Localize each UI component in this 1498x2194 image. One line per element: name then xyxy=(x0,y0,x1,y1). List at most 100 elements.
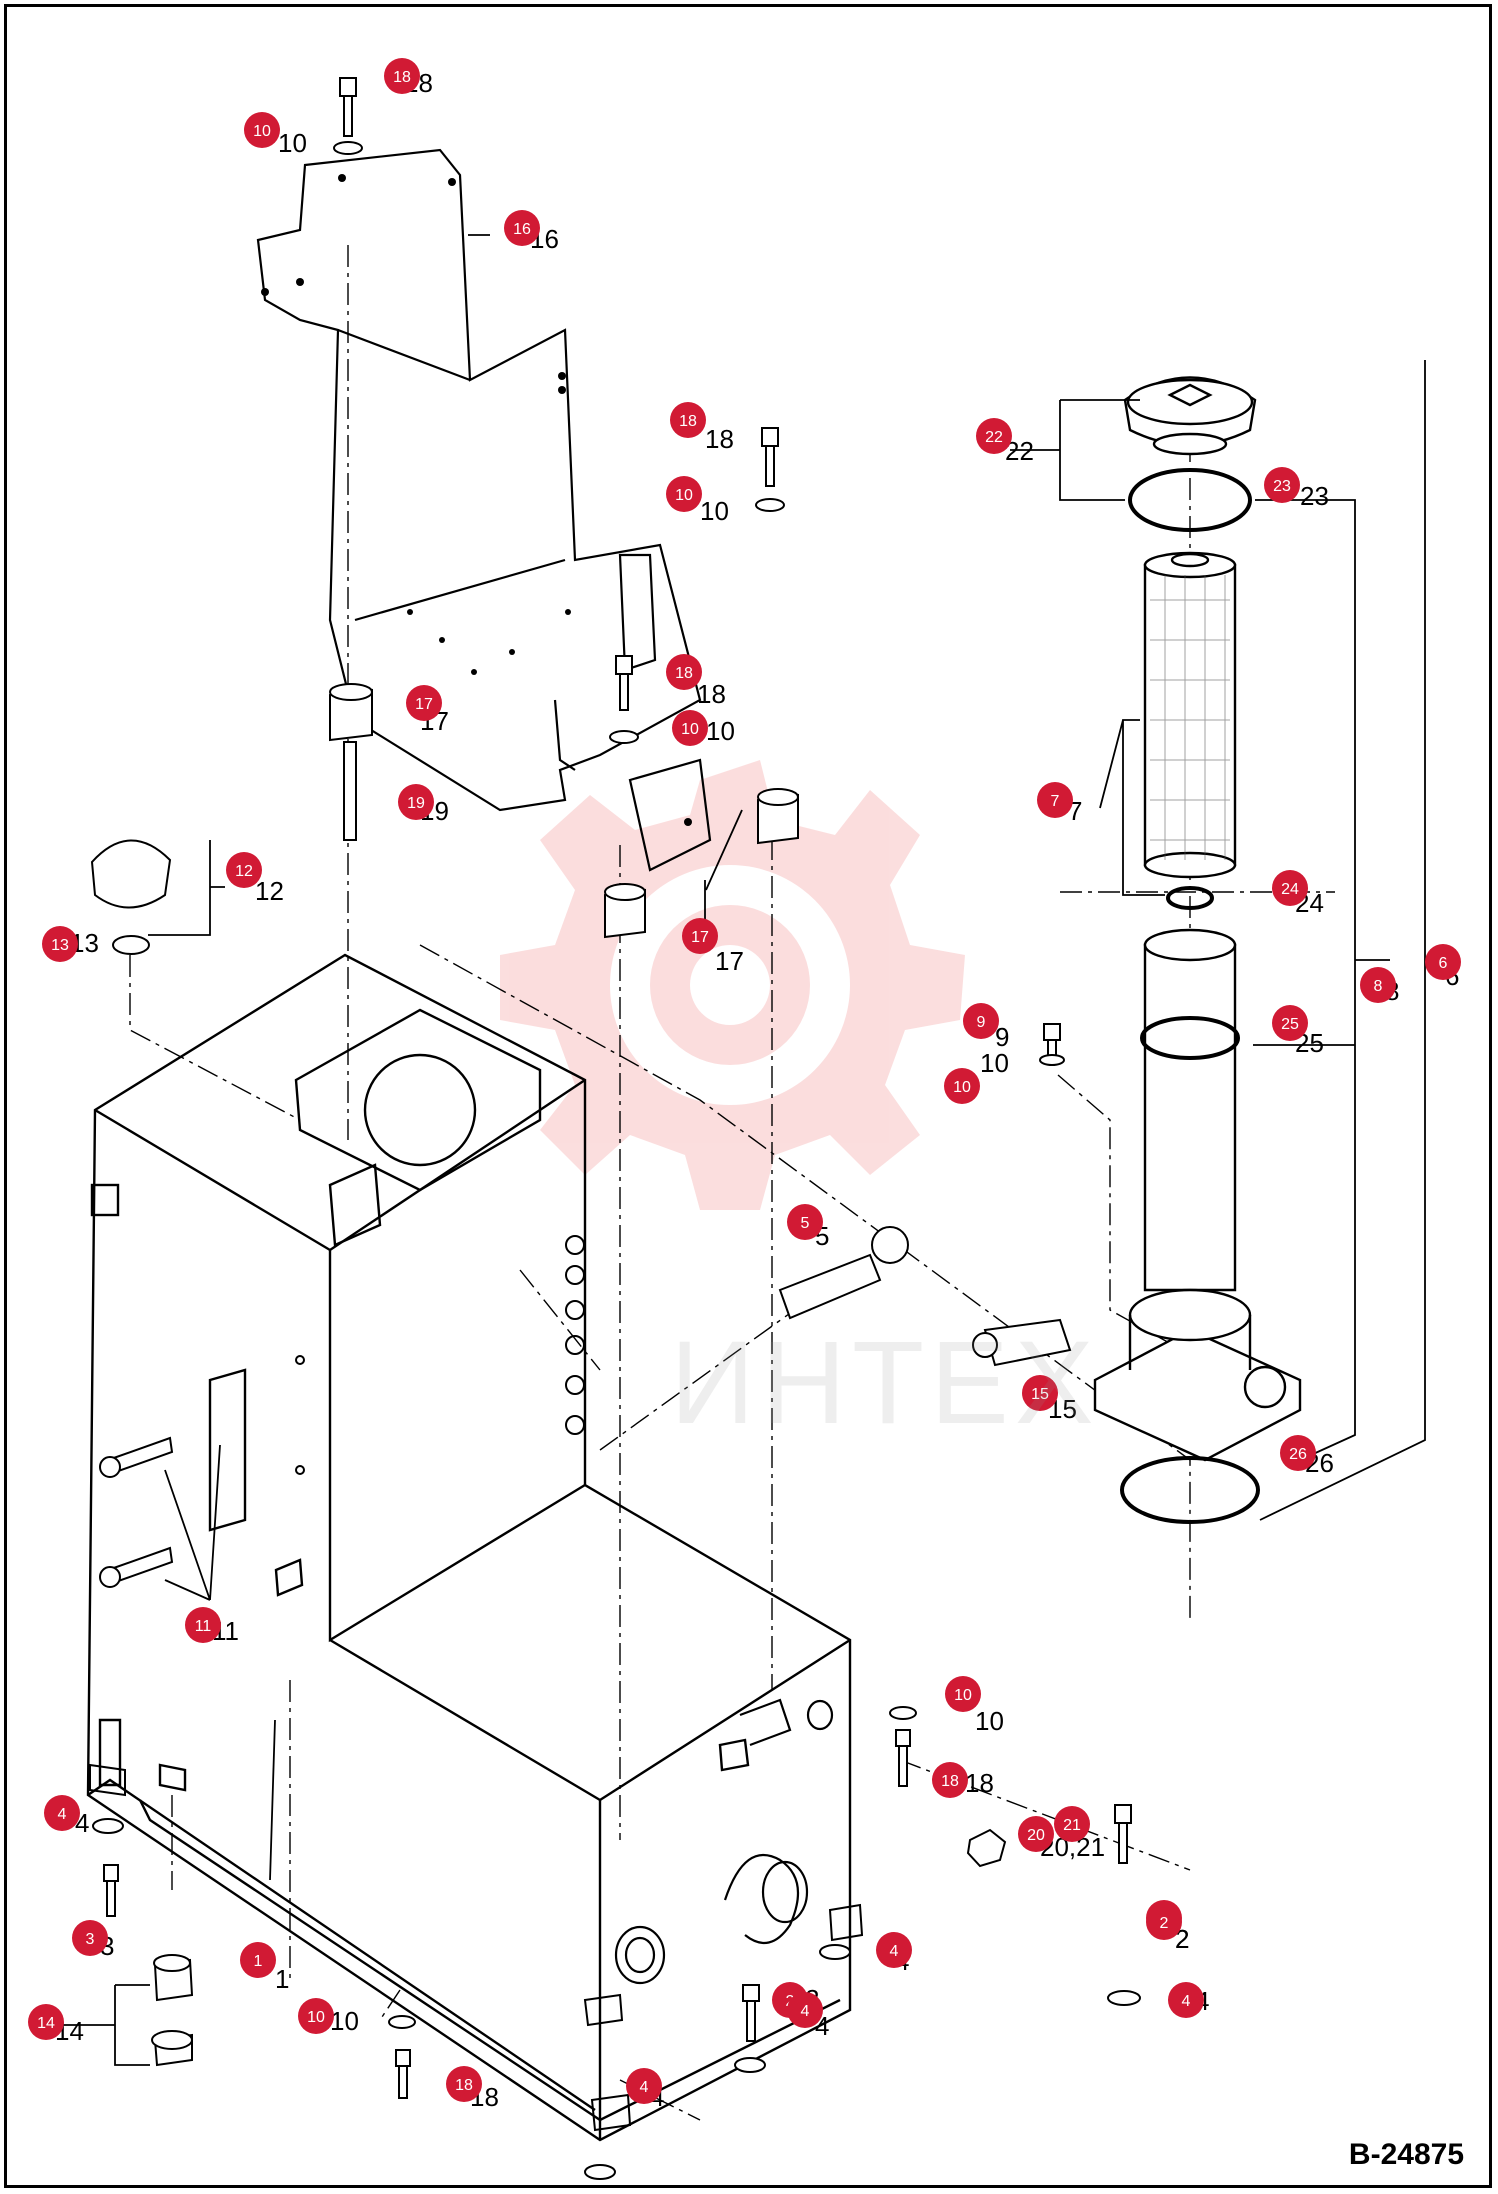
callout-badge-label: 17 xyxy=(691,929,709,946)
callout-badge-4: 4 xyxy=(787,1992,823,2028)
callout-badge-label: 10 xyxy=(953,1079,971,1096)
printed-part-number: 23 xyxy=(1300,481,1329,511)
watermark-text: ИНТЕХ xyxy=(670,1317,1100,1449)
callout-badge-label: 20 xyxy=(1027,1827,1045,1844)
callout-badge-label: 13 xyxy=(51,937,69,954)
callout-badge-label: 22 xyxy=(985,429,1003,446)
callout-badge-label: 18 xyxy=(393,69,411,86)
callout-badge-23: 23 xyxy=(1264,467,1300,503)
watermark-logo xyxy=(500,760,965,1210)
callout-badge-label: 6 xyxy=(1439,955,1448,972)
callout-badge-label: 19 xyxy=(407,795,425,812)
document-code: B-24875 xyxy=(1348,2138,1464,2171)
printed-part-number: 18 xyxy=(697,679,726,709)
callout-badge-1: 1 xyxy=(240,1942,276,1978)
callout-badge-22: 22 xyxy=(976,418,1012,454)
callout-badge-label: 4 xyxy=(640,2079,649,2096)
callout-badge-label: 8 xyxy=(1374,978,1383,995)
callout-leaders xyxy=(55,234,1426,2066)
callout-badge-18: 18 xyxy=(666,654,702,690)
callout-badge-label: 10 xyxy=(253,123,271,140)
printed-part-number: 1 xyxy=(275,1964,289,1994)
callout-badge-25: 25 xyxy=(1272,1005,1308,1041)
printed-part-number: 10 xyxy=(975,1706,1004,1736)
callout-badge-label: 1 xyxy=(254,1953,263,1970)
hydraulic-tank xyxy=(86,953,852,2142)
callout-badge-label: 21 xyxy=(1063,1817,1081,1834)
callout-badge-label: 4 xyxy=(1182,1993,1191,2010)
callout-badge-label: 9 xyxy=(977,1014,986,1031)
tank-feet xyxy=(89,1763,864,2132)
filter-assembly xyxy=(1093,376,1302,1524)
callout-badge-label: 4 xyxy=(801,2003,810,2020)
callout-badge-8: 8 xyxy=(1360,967,1396,1003)
printed-part-number: 10 xyxy=(706,716,735,746)
callout-badge-label: 18 xyxy=(679,413,697,430)
drawing-frame xyxy=(4,4,1492,2188)
callout-badge-12: 12 xyxy=(226,852,262,888)
printed-part-number: 18 xyxy=(965,1768,994,1798)
callout-badge-5: 5 xyxy=(787,1204,823,1240)
callout-badge-9: 9 xyxy=(963,1003,999,1039)
callout-badge-4: 4 xyxy=(626,2068,662,2104)
callout-badge-26: 26 xyxy=(1280,1435,1316,1471)
printed-part-number: 10 xyxy=(330,2006,359,2036)
filter-mesh xyxy=(1150,575,1230,860)
callout-badge-label: 7 xyxy=(1051,793,1060,810)
callout-badge-label: 4 xyxy=(890,1943,899,1960)
printed-part-number: 9 xyxy=(995,1022,1009,1052)
callout-badge-label: 16 xyxy=(513,221,531,238)
callout-badge-label: 5 xyxy=(801,1215,810,1232)
callout-badge-17: 17 xyxy=(406,685,442,721)
callout-badge-13: 13 xyxy=(42,926,78,962)
callout-badge-16: 16 xyxy=(504,210,540,246)
callout-badge-10: 10 xyxy=(666,476,702,512)
callout-badge-19: 19 xyxy=(398,784,434,820)
callout-badge-10: 10 xyxy=(244,112,280,148)
callout-badge-label: 4 xyxy=(58,1806,67,1823)
callout-badge-label: 15 xyxy=(1031,1386,1049,1403)
callout-badge-10: 10 xyxy=(672,710,708,746)
callout-badge-label: 11 xyxy=(195,1618,212,1635)
tank-fittings xyxy=(614,1698,834,1985)
callout-badge-3: 3 xyxy=(72,1920,108,1956)
printed-part-number: 17 xyxy=(715,946,744,976)
mounting-bracket xyxy=(256,148,712,872)
callout-badge-10: 10 xyxy=(944,1068,980,1104)
callout-badge-15: 15 xyxy=(1022,1375,1058,1411)
callout-badge-label: 18 xyxy=(941,1773,959,1790)
callout-badge-label: 10 xyxy=(307,2009,325,2026)
callout-badge-18: 18 xyxy=(384,58,420,94)
callout-badge-18: 18 xyxy=(932,1762,968,1798)
printed-part-number: 18 xyxy=(705,424,734,454)
callout-badge-21: 21 xyxy=(1054,1806,1090,1842)
callout-badge-14: 14 xyxy=(28,2004,64,2040)
callout-badge-7: 7 xyxy=(1037,782,1073,818)
callout-badge-2: 2 xyxy=(1146,1904,1182,1940)
printed-part-number: 10 xyxy=(700,496,729,526)
callout-badge-11: 11 xyxy=(185,1607,221,1643)
callout-badge-label: 26 xyxy=(1289,1446,1307,1463)
printed-part-number: 10 xyxy=(278,128,307,158)
callout-badge-4: 4 xyxy=(876,1932,912,1968)
callout-badge-18: 18 xyxy=(670,402,706,438)
callout-badge-label: 10 xyxy=(681,721,699,738)
callout-badge-17: 17 xyxy=(682,918,718,954)
callout-badge-label: 25 xyxy=(1281,1016,1299,1033)
hardware xyxy=(90,77,1141,2180)
callout-badge-6: 6 xyxy=(1425,944,1461,980)
callout-badge-4: 4 xyxy=(1168,1982,1204,2018)
callout-badge-label: 24 xyxy=(1281,881,1299,898)
printed-part-number: 10 xyxy=(980,1048,1009,1078)
callout-badge-label: 23 xyxy=(1273,478,1291,495)
printed-part-number: 12 xyxy=(255,876,284,906)
callout-badge-label: 10 xyxy=(675,487,693,504)
callout-badge-label: 18 xyxy=(675,665,693,682)
callout-badge-label: 17 xyxy=(415,696,433,713)
callout-badge-label: 2 xyxy=(1160,1915,1169,1932)
callout-badge-20: 20 xyxy=(1018,1816,1054,1852)
tank-ports xyxy=(295,1235,585,1475)
callout-badge-24: 24 xyxy=(1272,870,1308,906)
